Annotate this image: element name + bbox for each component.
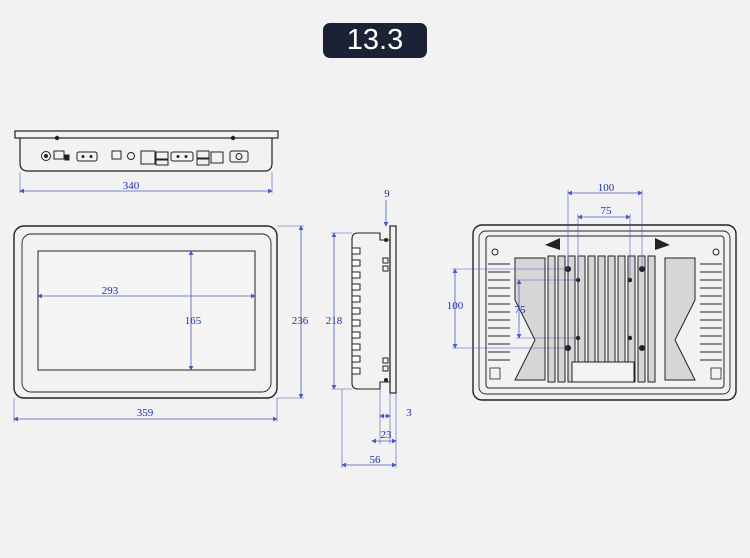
- dim-screen-width: 293: [102, 285, 119, 297]
- top-view: 340: [14, 130, 279, 194]
- dim-side-panel: 9: [384, 188, 390, 200]
- dim-screen-height: 165: [185, 315, 202, 327]
- side-view: 9 218 3 23 56: [326, 188, 412, 468]
- dim-side-depth: 56: [370, 454, 382, 466]
- dim-side-frame: 3: [406, 407, 412, 419]
- screen-area: [37, 250, 256, 371]
- dim-front-height: 236: [292, 315, 309, 327]
- dim-vesa-inner-width: 75: [601, 205, 613, 217]
- left-fins: [488, 263, 510, 361]
- side-fins: [351, 247, 361, 375]
- model-size-badge: 13.3: [323, 23, 427, 58]
- right-fins: [700, 263, 722, 361]
- dim-front-width: 359: [137, 407, 154, 419]
- front-view: 293 165 236 359: [13, 225, 309, 422]
- dim-top-width: 340: [123, 180, 140, 192]
- io-port-row: [41, 150, 249, 166]
- dim-vesa-outer-height: 100: [447, 300, 464, 312]
- rear-view: 100 75 100 75: [447, 182, 737, 401]
- dim-vesa-inner-height: 75: [515, 304, 527, 316]
- dim-side-height: 218: [326, 315, 343, 327]
- center-heatsink: [514, 255, 696, 383]
- dim-vesa-outer-width: 100: [598, 182, 615, 194]
- dim-side-body: 23: [381, 429, 393, 441]
